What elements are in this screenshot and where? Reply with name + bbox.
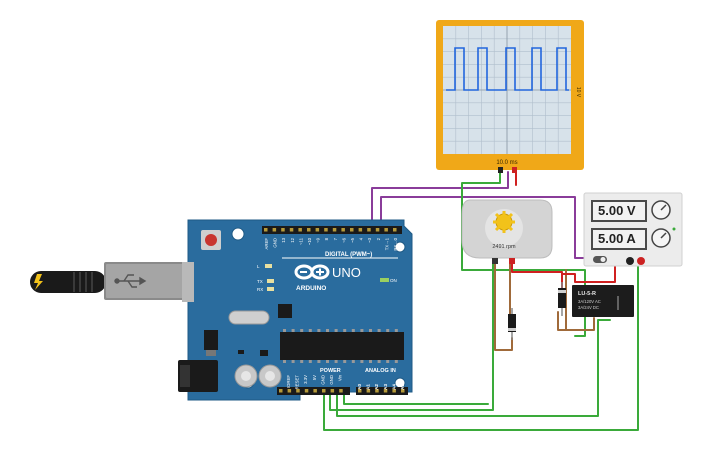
digital-pin-label-4: ~11 [298, 237, 303, 245]
digital-pin-label-7: 8 [324, 237, 329, 240]
power-pin-label-3: 5V [312, 375, 317, 380]
scope-volt-label: 10 V [575, 87, 581, 98]
usb-grip-ridges [73, 272, 93, 292]
digital-label: DIGITAL (PWM~) [325, 252, 372, 258]
tx-label: TX [257, 279, 263, 284]
arduino-uno[interactable]: ARDUINO UNO DIGITAL (PWM~) POWER ANALOG … [178, 219, 413, 401]
rx-label: RX [257, 287, 263, 292]
relay[interactable]: LU-5-R 3A/120V AC 3A/24V DC [572, 285, 634, 317]
usb-cable[interactable] [30, 262, 192, 300]
scope-terminal-neg[interactable] [498, 167, 503, 173]
wire-purple-2[interactable] [380, 196, 599, 259]
power-pin-label-6: Vin [338, 374, 343, 381]
wire-green-vin[interactable] [343, 391, 489, 405]
psu-terminal-pos[interactable] [637, 257, 645, 265]
relay-body [572, 285, 634, 317]
wire-purple-1[interactable] [371, 171, 509, 239]
diode-2[interactable] [558, 282, 566, 316]
digital-header[interactable] [262, 226, 402, 234]
crystal [228, 310, 270, 325]
digital-pin-label-2: 13 [281, 237, 286, 242]
led-on [380, 278, 389, 282]
wire-green-gnd-2[interactable] [336, 319, 611, 417]
analog-pin-label-0: A0 [357, 384, 362, 390]
led-tx [267, 279, 274, 283]
wire-green-gnd-3[interactable] [323, 261, 639, 431]
digital-pin-label-11: 4 [359, 237, 364, 240]
digital-pin-label-8: 7 [333, 237, 338, 240]
power-pin-label-0: IOREF [286, 375, 291, 389]
digital-pin-label-6: ~9 [316, 237, 321, 243]
analog-pin-label-4: A4 [391, 384, 396, 390]
psu-terminal-neg[interactable] [626, 257, 634, 265]
analog-pin-label-2: A2 [374, 384, 379, 390]
dc-motor[interactable]: 2491 rpm [461, 199, 553, 264]
digital-pin-label-13: 2 [376, 237, 381, 240]
wire-brown-1[interactable] [494, 261, 513, 351]
digital-pin-label-10: ~5 [350, 237, 355, 243]
power-pin-label-1: RESET [295, 375, 300, 390]
reset-button[interactable] [201, 230, 221, 250]
relay-rating-dc: 3A/24V DC [578, 305, 599, 310]
digital-pin-label-1: GND [273, 238, 278, 248]
voltage-regulator [204, 330, 218, 350]
motor-terminal-2[interactable] [509, 258, 515, 264]
power-pin-label-5: GND [329, 375, 334, 385]
psu-current-display: 5.00 A [591, 228, 647, 250]
arduino-brand: ARDUINO [296, 285, 326, 292]
analog-pin-label-3: A3 [383, 384, 388, 390]
digital-pin-label-14: TX→1 [384, 237, 389, 250]
digital-pin-label-5: ~10 [307, 237, 312, 245]
led-l [265, 264, 272, 268]
motor-speed-label: 2491 rpm [492, 244, 516, 250]
l-label: L [257, 264, 260, 269]
power-label: POWER [320, 368, 341, 374]
scope-terminal-pos[interactable] [512, 167, 517, 173]
relay-rating-ac: 3A/120V AC [578, 299, 601, 304]
arduino-logo-icon [294, 264, 330, 280]
motor-gear-icon [493, 211, 515, 233]
digital-pin-label-12: ~3 [367, 237, 372, 243]
digital-pin-label-0: AREF [264, 238, 269, 250]
wire-green-scope[interactable] [461, 171, 586, 337]
analog-header[interactable] [356, 387, 408, 395]
on-label: ON [390, 278, 397, 283]
usb-jack [182, 262, 194, 302]
oscilloscope[interactable]: 10.0 ms 10 V [436, 20, 584, 173]
diode-1[interactable] [508, 308, 516, 340]
usb-bolt-icon [34, 274, 43, 290]
power-pin-label-2: 3.3V [303, 375, 308, 384]
analog-label: ANALOG IN [365, 368, 396, 374]
analog-pin-label-1: A1 [366, 384, 371, 390]
wire-red-2[interactable] [511, 261, 563, 291]
arduino-model: UNO [332, 265, 361, 280]
scope-time-label: 10.0 ms [496, 160, 517, 166]
psu-voltage-display: 5.00 V [591, 200, 647, 222]
digital-pin-label-15: RX←0 [393, 237, 398, 250]
usb-chip [278, 304, 292, 318]
relay-model: LU-5-R [578, 291, 596, 297]
scope-waveform [446, 47, 569, 91]
led-rx [267, 287, 274, 291]
power-pin-label-4: GND [320, 375, 325, 385]
digital-pin-label-9: ~6 [341, 237, 346, 243]
motor-terminal-1[interactable] [492, 258, 498, 264]
digital-pin-label-3: 12 [290, 237, 295, 242]
analog-pin-label-5: A5 [400, 384, 405, 390]
usb-symbol-icon [114, 274, 147, 288]
atmega-chip [280, 332, 404, 360]
wire-green-gnd-1[interactable] [329, 261, 494, 411]
wire-brown-3[interactable] [557, 311, 595, 331]
